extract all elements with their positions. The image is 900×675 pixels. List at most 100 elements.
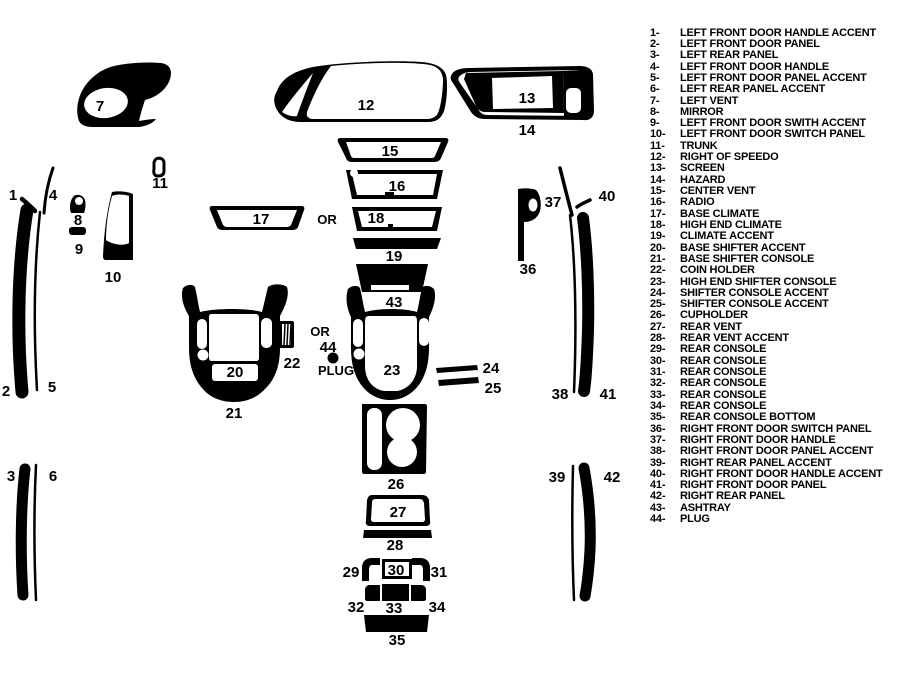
part-13-screen	[492, 76, 553, 109]
part-38-right-front-door-panel-accent	[568, 213, 577, 394]
part-label-32: 32	[348, 599, 365, 616]
legend-part-number: 22-	[650, 264, 666, 277]
legend-part-name: LEFT FRONT DOOR SWITCH PANEL	[680, 128, 865, 141]
legend-part-name: RIGHT FRONT DOOR PANEL	[680, 479, 827, 492]
part-label-2: 2	[2, 383, 10, 400]
legend-part-number: 24-	[650, 286, 666, 299]
legend-row: 28- REAR VENT ACCENT	[650, 332, 883, 344]
part-label-31: 31	[431, 564, 448, 581]
legend-part-name: LEFT VENT	[680, 94, 739, 107]
plug-label: PLUG	[318, 363, 354, 378]
legend-part-number: 21-	[650, 252, 666, 265]
legend-part-number: 9-	[650, 117, 660, 130]
legend-part-name: PLUG	[680, 513, 710, 526]
part-label-37: 37	[545, 194, 562, 211]
legend-row: 30- REAR CONSOLE	[650, 354, 883, 367]
legend-row: 33- REAR CONSOLE	[650, 388, 883, 401]
legend-part-number: 8-	[650, 105, 660, 118]
legend-row: 44- PLUG	[650, 513, 883, 526]
legend-row: 36- RIGHT FRONT DOOR SWITCH PANEL	[650, 423, 883, 435]
legend-part-number: 35-	[650, 411, 666, 424]
legend-row: 26- CUPHOLDER	[650, 309, 883, 321]
part-label-16: 16	[389, 178, 406, 195]
legend-row: 25- SHIFTER CONSOLE ACCENT	[650, 298, 883, 310]
legend-part-name: BASE SHIFTER CONSOLE	[680, 252, 815, 265]
part-label-9: 9	[75, 241, 83, 258]
legend-part-name: MIRROR	[680, 105, 724, 118]
part-37-right-front-door-handle	[558, 166, 574, 217]
part-label-15: 15	[382, 143, 399, 160]
legend-part-name: LEFT FRONT DOOR HANDLE	[680, 60, 829, 73]
legend-row: 37- RIGHT FRONT DOOR HANDLE	[650, 433, 883, 446]
part-8-mirror	[69, 194, 86, 213]
legend-part-number: 27-	[650, 320, 666, 333]
part-label-35: 35	[389, 632, 406, 649]
part-4-left-front-door-handle	[42, 166, 55, 215]
legend-part-number: 18-	[650, 218, 666, 231]
part-label-20: 20	[227, 364, 244, 381]
part-label-7: 7	[96, 98, 104, 115]
legend-row: 11- TRUNK	[650, 139, 883, 152]
legend-row: 18- HIGH END CLIMATE	[650, 218, 883, 231]
legend-row: 20- BASE SHIFTER ACCENT	[650, 241, 883, 254]
legend-row: 6- LEFT REAR PANEL ACCENT	[650, 83, 883, 95]
part-label-23: 23	[384, 362, 401, 379]
legend-part-number: 15-	[650, 185, 666, 198]
part-5-left-front-door-panel-accent	[33, 210, 42, 392]
legend-part-number: 43-	[650, 501, 666, 514]
legend-part-name: RIGHT REAR PANEL	[680, 490, 785, 503]
part-28-rear-vent-accent	[363, 530, 432, 538]
part-label-40: 40	[599, 188, 616, 205]
part-7-left-vent	[77, 62, 171, 127]
part-label-6: 6	[49, 468, 57, 485]
legend-part-name: BASE CLIMATE	[680, 207, 760, 220]
legend-part-number: 16-	[650, 196, 666, 209]
part-label-36: 36	[520, 261, 537, 278]
part-9-left-front-door-swith-accent	[69, 227, 86, 235]
legend-part-number: 31-	[650, 366, 666, 379]
legend-part-name: CENTER VENT	[680, 185, 756, 198]
or-label-climate: OR	[317, 212, 337, 227]
legend-part-number: 37-	[650, 433, 666, 446]
legend-row: 39- RIGHT REAR PANEL ACCENT	[650, 457, 883, 469]
part-label-18: 18	[368, 210, 385, 227]
legend-row: 43- ASHTRAY	[650, 501, 883, 514]
part-11-trunk	[152, 156, 166, 178]
legend-part-number: 20-	[650, 241, 666, 254]
legend-row: 3- LEFT REAR PANEL	[650, 49, 883, 62]
part-10-left-front-door-switch-panel	[103, 191, 133, 260]
legend-part-number: 7-	[650, 94, 660, 107]
legend-row: 21- BASE SHIFTER CONSOLE	[650, 252, 883, 265]
legend-part-number: 41-	[650, 479, 666, 492]
legend-part-name: CLIMATE ACCENT	[680, 230, 774, 243]
legend-row: 2- LEFT FRONT DOOR PANEL	[650, 37, 883, 50]
legend-row: 35- REAR CONSOLE BOTTOM	[650, 411, 883, 424]
legend-part-name: RIGHT FRONT DOOR HANDLE ACCENT	[680, 467, 883, 480]
parts-legend: 1- LEFT FRONT DOOR HANDLE ACCENT 2- LEFT…	[650, 27, 883, 525]
part-36-right-front-door-switch-panel	[518, 188, 541, 261]
legend-part-number: 11-	[650, 139, 665, 152]
legend-part-number: 30-	[650, 354, 666, 367]
legend-part-name: RIGHT OF SPEEDO	[680, 151, 779, 164]
part-34-rear-console	[411, 585, 426, 601]
legend-part-number: 19-	[650, 230, 666, 243]
legend-part-name: BASE SHIFTER ACCENT	[680, 241, 806, 254]
part-22-coin-holder	[279, 321, 294, 348]
part-6-left-rear-panel-accent	[33, 463, 38, 602]
legend-part-number: 14-	[650, 173, 666, 186]
legend-row: 8- MIRROR	[650, 105, 883, 118]
part-label-3: 3	[7, 468, 15, 485]
legend-row: 23- HIGH END SHIFTER CONSOLE	[650, 275, 883, 288]
part-label-41: 41	[600, 386, 617, 403]
legend-part-number: 12-	[650, 151, 666, 164]
legend-part-number: 38-	[650, 445, 666, 458]
legend-part-number: 23-	[650, 275, 666, 288]
part-26-cupholder	[362, 404, 427, 474]
legend-part-number: 33-	[650, 388, 666, 401]
legend-part-number: 3-	[650, 49, 660, 62]
part-31-rear-console	[412, 558, 430, 581]
part-label-5: 5	[48, 379, 56, 396]
legend-part-name: LEFT FRONT DOOR PANEL	[680, 37, 820, 50]
part-13-14-screen-hazard-unit	[450, 66, 594, 121]
